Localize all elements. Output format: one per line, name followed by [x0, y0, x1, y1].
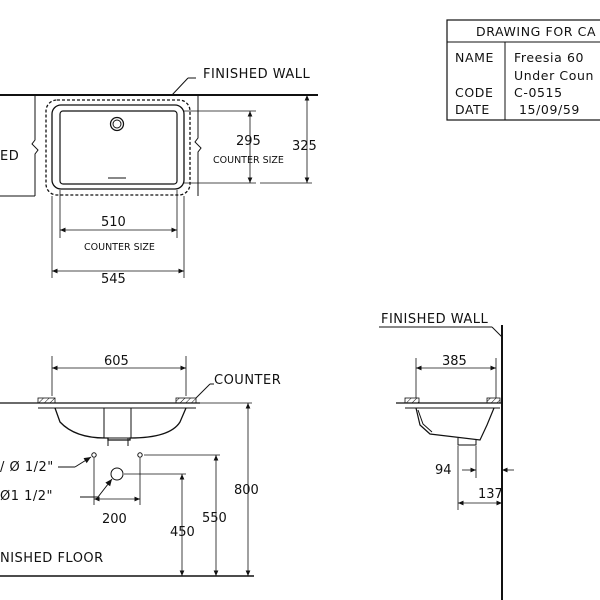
counter-size-label-below: COUNTER SIZE [84, 242, 155, 253]
title-row-key: CODE [455, 85, 494, 100]
side-basin-profile [415, 407, 495, 441]
title-row-value: Freesia 60 [514, 50, 584, 65]
title-row-value: Under Coun [514, 68, 594, 83]
basin-outline [59, 110, 178, 185]
plan-view: FINISHED WALL ED 295 COUNTER SIZE 325 51… [0, 67, 318, 287]
dim-545: 545 [101, 272, 126, 287]
sink-rim-inner [51, 104, 185, 190]
dim-800: 800 [234, 483, 259, 498]
dim-450: 450 [170, 525, 195, 540]
title-block-heading: DRAWING FOR CA [476, 24, 596, 39]
counter-leader [195, 383, 211, 399]
side-counter-section-right [486, 397, 501, 404]
drain-body [103, 408, 132, 439]
side-counter-section-left [404, 397, 420, 404]
dim-605: 605 [104, 354, 129, 369]
pipe-label-large: Ø1 1/2" [0, 489, 53, 504]
pipe-leader-large [97, 478, 113, 498]
dim-550: 550 [202, 511, 227, 526]
dim-385: 385 [442, 354, 467, 369]
dim-200: 200 [102, 512, 127, 527]
dim-295: 295 [236, 134, 261, 149]
side-view: FINISHED WALL 385 94 137 [379, 312, 514, 600]
pipe-label-small: / Ø 1/2" [0, 460, 54, 475]
side-drain [457, 438, 477, 446]
counter-section-left [37, 397, 56, 404]
finished-wall-label: FINISHED WALL [203, 67, 311, 82]
finished-floor-label: NISHED FLOOR [0, 551, 104, 566]
counter-break-line [31, 95, 39, 196]
title-row-key: NAME [455, 50, 494, 65]
left-partial-label: ED [0, 149, 19, 164]
title-block: DRAWING FOR CA NAME Freesia 60 Under Cou… [446, 19, 600, 121]
supply-point-left [91, 452, 97, 458]
title-block-frame [446, 19, 600, 121]
basin-profile [54, 407, 187, 441]
pipe-leader-small [74, 456, 92, 468]
title-row-value: 15/09/59 [519, 102, 580, 117]
counter-section-right [175, 397, 197, 404]
finished-wall-leader [171, 77, 189, 96]
sink-rim-outer [45, 99, 191, 196]
title-row-value: C-0515 [514, 85, 563, 100]
dim-325: 325 [292, 139, 317, 154]
waste-pipe-point [110, 467, 124, 481]
supply-point-right [137, 452, 143, 458]
front-view: 605 COUNTER / Ø 1/2" Ø1 1/2" 200 [0, 354, 281, 577]
side-finished-wall-label: FINISHED WALL [381, 312, 489, 327]
dim-94: 94 [435, 463, 452, 478]
counter-size-label: COUNTER SIZE [213, 155, 284, 166]
drain-hole [109, 116, 125, 132]
counter-label: COUNTER [214, 373, 281, 388]
counter-break-line-right [194, 95, 202, 196]
dim-137: 137 [478, 487, 503, 502]
dim-510: 510 [101, 215, 126, 230]
title-row-key: DATE [455, 102, 490, 117]
